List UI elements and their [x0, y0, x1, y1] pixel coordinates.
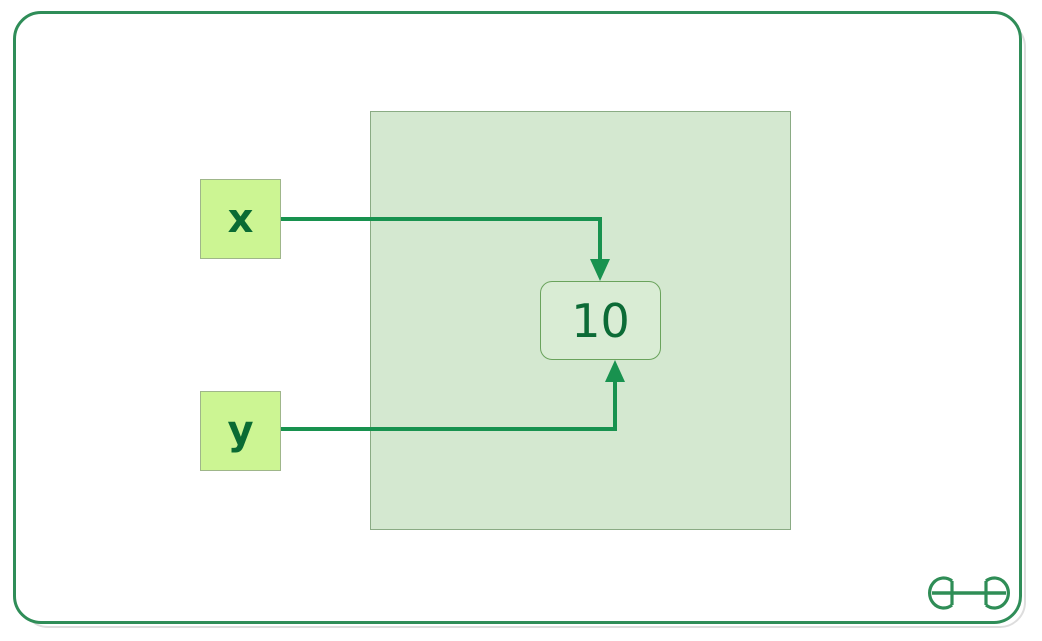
variable-box-y: y	[200, 391, 281, 471]
geeksforgeeks-logo	[928, 576, 1010, 610]
variable-label-x: x	[227, 196, 254, 242]
value-node: 10	[540, 281, 661, 360]
value-node-label: 10	[571, 293, 630, 348]
variable-label-y: y	[227, 408, 254, 454]
variable-box-x: x	[200, 179, 281, 259]
